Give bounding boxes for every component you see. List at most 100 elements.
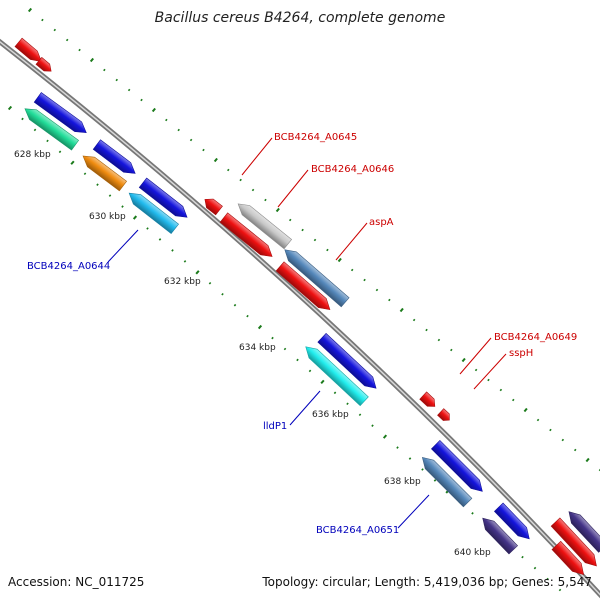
gene-blue-5 (430, 439, 483, 492)
tick-mark (257, 324, 263, 330)
tick-mark (425, 328, 428, 332)
tick-mark (546, 577, 549, 581)
tick-mark (549, 428, 552, 432)
gene-darkslate (482, 517, 519, 555)
scale-label-640: 640 kbp (454, 548, 491, 558)
tick-mark (21, 117, 24, 121)
tick-mark (177, 128, 180, 132)
tick-mark (208, 281, 212, 285)
tick-mark (421, 468, 424, 471)
map-title: Bacillus cereus B4264, complete genome (155, 10, 446, 26)
gene-blue-3 (138, 177, 188, 218)
gene-label-a0645: BCB4264_A0645 (274, 132, 357, 143)
scale-label-630: 630 kbp (89, 212, 126, 222)
tick-mark (271, 336, 274, 340)
tick-mark (195, 270, 200, 275)
tick-mark (146, 227, 149, 230)
tick-mark (471, 512, 474, 515)
tick-mark (363, 278, 366, 282)
tick-mark (337, 257, 342, 263)
tick-mark (202, 148, 205, 152)
genome-summary-text: Topology: circular; Length: 5,419,036 bp… (261, 575, 592, 589)
tick-mark (523, 407, 528, 413)
tick-mark (375, 288, 379, 292)
tick-mark (346, 402, 349, 406)
leader-line-a0651 (397, 494, 430, 529)
gene-red-small-1 (14, 37, 42, 63)
tick-mark (251, 188, 255, 192)
tick-mark (221, 292, 224, 296)
scale-label-638: 638 kbp (384, 477, 421, 487)
tick-mark (301, 228, 304, 232)
gene-blue-1 (33, 92, 87, 133)
tick-mark (412, 318, 416, 322)
gene-label-aspA: aspA (369, 217, 394, 228)
gene-blue-4 (317, 332, 377, 389)
gene-red-small-5 (437, 408, 450, 421)
tick-mark (183, 260, 187, 263)
leader-line-sspH (473, 353, 507, 390)
gene-light-blue (128, 192, 179, 235)
leader-line-lldP1 (289, 390, 321, 426)
leader-line-aspA (335, 222, 368, 261)
tick-mark (115, 78, 118, 82)
scale-label-632: 632 kbp (164, 277, 201, 287)
tick-mark (41, 18, 44, 22)
tick-mark (171, 249, 174, 252)
tick-mark (283, 347, 287, 351)
tick-mark (396, 446, 399, 449)
genome-backbone-highlight (0, 40, 600, 596)
gene-label-sspH: sspH (509, 348, 533, 359)
gene-red-small-2 (35, 56, 52, 72)
tick-mark (96, 183, 99, 186)
tick-mark (46, 139, 49, 143)
tick-mark (358, 413, 362, 417)
gene-label-a0651: BCB4264_A0651 (316, 525, 399, 536)
tick-mark (227, 168, 230, 172)
gene-features (14, 37, 600, 576)
tick-mark (474, 368, 478, 372)
gene-red-2 (275, 261, 331, 311)
tick-mark (350, 268, 354, 272)
tick-mark (275, 207, 280, 213)
scale-label-634: 634 kbp (239, 343, 276, 353)
tick-mark (127, 88, 131, 92)
gene-steelblue (284, 249, 350, 308)
tick-mark (461, 357, 466, 363)
tick-mark (333, 391, 337, 395)
tick-mark (450, 348, 453, 352)
gene-cyan-lldP1 (305, 346, 369, 407)
tick-mark (437, 338, 441, 342)
tick-mark (585, 457, 590, 463)
tick-mark (233, 303, 237, 307)
gene-red-aspA (219, 212, 273, 257)
gene-blue-6 (493, 502, 530, 540)
tick-mark (320, 379, 325, 385)
tick-mark (561, 438, 565, 442)
tick-mark (288, 218, 292, 222)
tick-mark (558, 588, 562, 592)
tick-mark (158, 238, 162, 241)
tick-mark (536, 418, 540, 422)
tick-mark (521, 555, 524, 559)
tick-mark (246, 314, 249, 318)
gene-teal-green (24, 108, 80, 151)
gene-label-a0646: BCB4264_A0646 (311, 164, 394, 175)
gene-red-small-4 (419, 391, 436, 407)
gene-steelblue-2 (421, 456, 473, 508)
tick-mark (371, 424, 374, 427)
tick-mark (264, 198, 267, 202)
leader-line-a0646 (277, 169, 309, 208)
gene-label-lldP1: lldP1 (263, 421, 287, 432)
tick-mark (499, 388, 503, 392)
tick-mark (151, 107, 156, 113)
gene-red-3 (550, 517, 597, 567)
tick-mark (573, 448, 577, 452)
gene-red-4 (551, 540, 585, 576)
gene-blue-2 (92, 139, 136, 174)
tick-mark (53, 28, 57, 32)
tick-mark (108, 194, 112, 197)
scale-label-628: 628 kbp (14, 150, 51, 160)
